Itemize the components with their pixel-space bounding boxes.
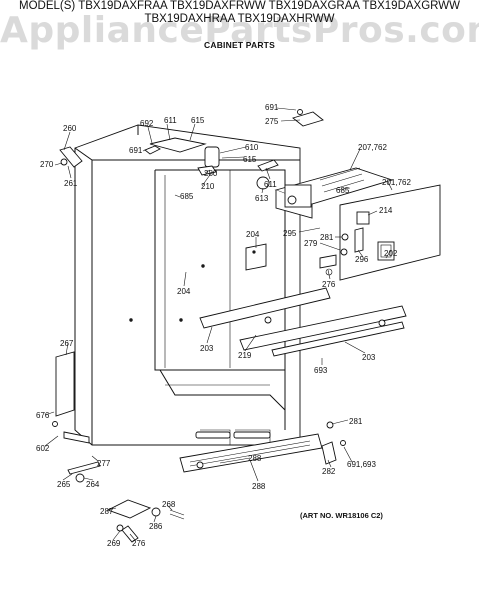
callout-693: 693 [314,366,328,375]
callout-210: 210 [201,182,215,191]
callout-295: 295 [283,229,297,238]
callout-692: 692 [140,119,154,128]
model-list-line-2: TBX19DAXHRAA TBX19DAXHRWW [144,13,335,25]
callout-276: 276 [322,280,336,289]
bottom-hardware [52,421,346,543]
callout-275: 275 [265,117,279,126]
callout-201-762: 201,762 [382,178,411,187]
model-list-line-1: MODEL(S) TBX19DAXFRAA TBX19DAXFRWW TBX19… [19,0,460,12]
callout-685: 685 [180,192,194,201]
callout-207-762: 207,762 [358,143,387,152]
cabinet-shell [74,124,301,446]
callout-676: 676 [36,411,50,420]
callout-615: 615 [191,116,205,125]
callout-204: 204 [246,230,260,239]
callout-labels: 691 275 692 611 615 260 691 610 207,762 … [36,103,411,548]
callout-611: 611 [164,116,177,125]
section-title: CABINET PARTS [204,40,275,50]
callout-288: 288 [252,482,266,491]
fan-housing [274,167,394,219]
callout-261: 261 [64,179,78,188]
callout-691: 691 [129,146,143,155]
callout-203: 203 [200,344,214,353]
watermark: AppliancePartsPros.com [0,10,479,51]
callout-268: 268 [162,500,176,509]
callout-270: 270 [40,160,54,169]
callout-691-693: 691,693 [347,460,376,469]
callout-260: 260 [63,124,77,133]
callout-279: 279 [304,239,318,248]
callout-685: 685 [336,186,350,195]
callout-610: 610 [245,143,259,152]
callout-691: 691 [265,103,279,112]
callout-269: 269 [107,539,121,548]
callout-613: 613 [255,194,269,203]
callout-296: 296 [355,255,369,264]
callout-288: 288 [248,454,262,463]
callout-203: 203 [362,353,376,362]
callout-204: 204 [177,287,191,296]
mullion-rails [199,287,407,357]
callout-280: 280 [204,169,218,178]
callout-615: 615 [243,155,257,164]
side-panel [55,243,267,417]
callout-281: 281 [349,417,363,426]
callout-287: 287 [100,507,114,516]
callout-219: 219 [238,351,252,360]
callout-276: 276 [132,539,146,548]
leader-lines [44,107,393,541]
callout-264: 264 [86,480,100,489]
callout-611: 611 [264,180,277,189]
art-number: (ART NO. WR18106 C2) [300,511,383,520]
callout-214: 214 [379,206,393,215]
callout-267: 267 [60,339,74,348]
callout-282: 282 [322,467,336,476]
top-hardware [59,109,324,190]
callout-602: 602 [36,444,50,453]
callout-202: 202 [384,249,398,258]
callout-281: 281 [320,233,334,242]
callout-265: 265 [57,480,71,489]
control-panel [319,184,441,281]
callout-286: 286 [149,522,163,531]
callout-277: 277 [97,459,111,468]
